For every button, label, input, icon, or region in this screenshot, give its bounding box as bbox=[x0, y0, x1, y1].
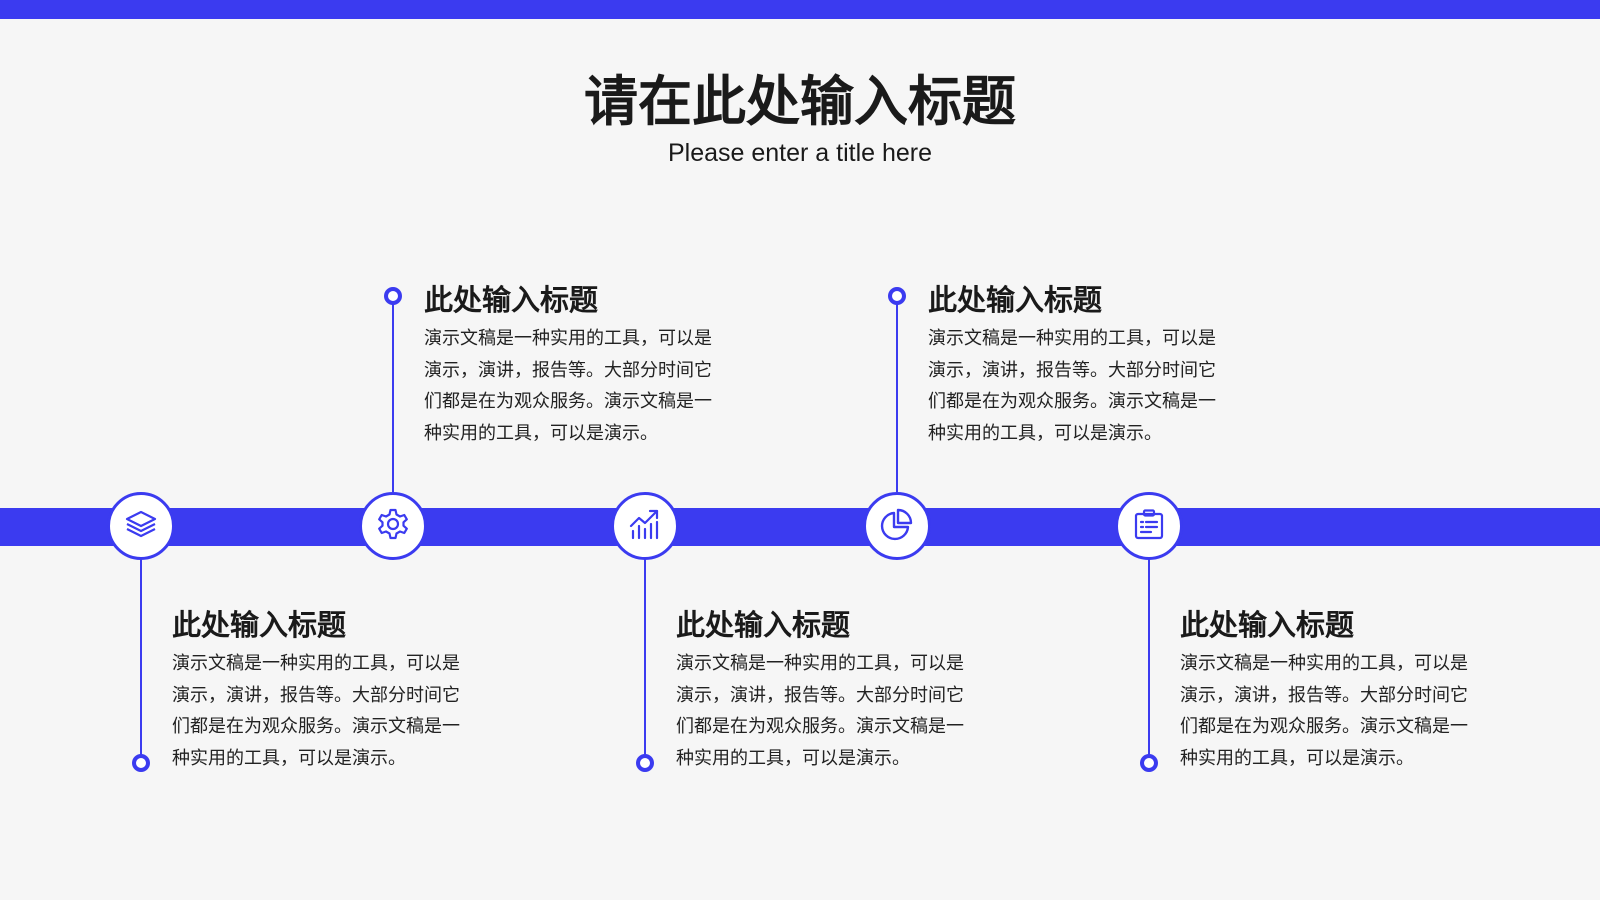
description-line: 演示文稿是一种实用的工具，可以是 bbox=[172, 653, 460, 674]
description-line: 们都是在为观众服务。演示文稿是一 bbox=[928, 391, 1216, 412]
page-title: 请在此处输入标题 bbox=[584, 70, 1016, 133]
timeline-node-1 bbox=[107, 492, 175, 560]
step-description: 演示文稿是一种实用的工具，可以是 演示，演讲，报告等。大部分时间它 们都是在为观… bbox=[676, 648, 1006, 774]
pie-chart-icon bbox=[879, 506, 915, 546]
step-title: 此处输入标题 bbox=[928, 283, 1103, 317]
description-line: 种实用的工具，可以是演示。 bbox=[172, 747, 406, 769]
timeline-node-5 bbox=[1115, 492, 1183, 560]
step-card-2: 此处输入标题 演示文稿是一种实用的工具，可以是 演示，演讲，报告等。大部分时间它… bbox=[424, 281, 754, 449]
description-line: 演示，演讲，报告等。大部分时间它 bbox=[928, 359, 1216, 381]
description-line: 演示文稿是一种实用的工具，可以是 bbox=[424, 328, 712, 349]
step-description: 演示文稿是一种实用的工具，可以是 演示，演讲，报告等。大部分时间它 们都是在为观… bbox=[424, 323, 754, 449]
step-card-1: 此处输入标题 演示文稿是一种实用的工具，可以是 演示，演讲，报告等。大部分时间它… bbox=[172, 606, 502, 774]
description-line: 种实用的工具，可以是演示。 bbox=[1180, 747, 1414, 769]
step-title: 此处输入标题 bbox=[424, 283, 599, 317]
timeline-node-3 bbox=[611, 492, 679, 560]
connector-dot-3 bbox=[636, 754, 654, 772]
step-card-3: 此处输入标题 演示文稿是一种实用的工具，可以是 演示，演讲，报告等。大部分时间它… bbox=[676, 606, 1006, 774]
page-subtitle: Please enter a title here bbox=[667, 139, 933, 167]
step-card-4: 此处输入标题 演示文稿是一种实用的工具，可以是 演示，演讲，报告等。大部分时间它… bbox=[928, 281, 1258, 449]
timeline-band bbox=[0, 508, 1600, 546]
step-description: 演示文稿是一种实用的工具，可以是 演示，演讲，报告等。大部分时间它 们都是在为观… bbox=[172, 648, 502, 774]
description-line: 们都是在为观众服务。演示文稿是一 bbox=[424, 391, 712, 412]
connector-line-1 bbox=[140, 556, 142, 762]
layers-icon bbox=[123, 506, 159, 546]
step-description: 演示文稿是一种实用的工具，可以是 演示，演讲，报告等。大部分时间它 们都是在为观… bbox=[928, 323, 1258, 449]
step-card-5: 此处输入标题 演示文稿是一种实用的工具，可以是 演示，演讲，报告等。大部分时间它… bbox=[1180, 606, 1510, 774]
description-line: 演示，演讲，报告等。大部分时间它 bbox=[172, 684, 460, 706]
description-line: 们都是在为观众服务。演示文稿是一 bbox=[172, 716, 460, 737]
description-line: 演示文稿是一种实用的工具，可以是 bbox=[928, 328, 1216, 349]
description-line: 演示文稿是一种实用的工具，可以是 bbox=[676, 653, 964, 674]
step-title: 此处输入标题 bbox=[1180, 608, 1355, 642]
top-accent-bar bbox=[0, 0, 1600, 19]
description-line: 种实用的工具，可以是演示。 bbox=[928, 422, 1162, 444]
gear-icon bbox=[375, 506, 411, 546]
step-title: 此处输入标题 bbox=[172, 608, 347, 642]
description-line: 们都是在为观众服务。演示文稿是一 bbox=[1180, 716, 1468, 737]
step-description: 演示文稿是一种实用的工具，可以是 演示，演讲，报告等。大部分时间它 们都是在为观… bbox=[1180, 648, 1510, 774]
description-line: 种实用的工具，可以是演示。 bbox=[424, 422, 658, 444]
connector-dot-4 bbox=[888, 287, 906, 305]
description-line: 们都是在为观众服务。演示文稿是一 bbox=[676, 716, 964, 737]
connector-dot-1 bbox=[132, 754, 150, 772]
description-line: 演示，演讲，报告等。大部分时间它 bbox=[676, 684, 964, 706]
growth-chart-icon bbox=[627, 506, 663, 546]
connector-line-2 bbox=[392, 296, 394, 492]
clipboard-list-icon bbox=[1131, 506, 1167, 546]
connector-line-5 bbox=[1148, 556, 1150, 762]
connector-dot-5 bbox=[1140, 754, 1158, 772]
description-line: 种实用的工具，可以是演示。 bbox=[676, 747, 910, 769]
connector-dot-2 bbox=[384, 287, 402, 305]
step-title: 此处输入标题 bbox=[676, 608, 851, 642]
connector-line-4 bbox=[896, 296, 898, 492]
timeline-node-4 bbox=[863, 492, 931, 560]
description-line: 演示文稿是一种实用的工具，可以是 bbox=[1180, 653, 1468, 674]
timeline-node-2 bbox=[359, 492, 427, 560]
description-line: 演示，演讲，报告等。大部分时间它 bbox=[1180, 684, 1468, 706]
connector-line-3 bbox=[644, 556, 646, 762]
description-line: 演示，演讲，报告等。大部分时间它 bbox=[424, 359, 712, 381]
